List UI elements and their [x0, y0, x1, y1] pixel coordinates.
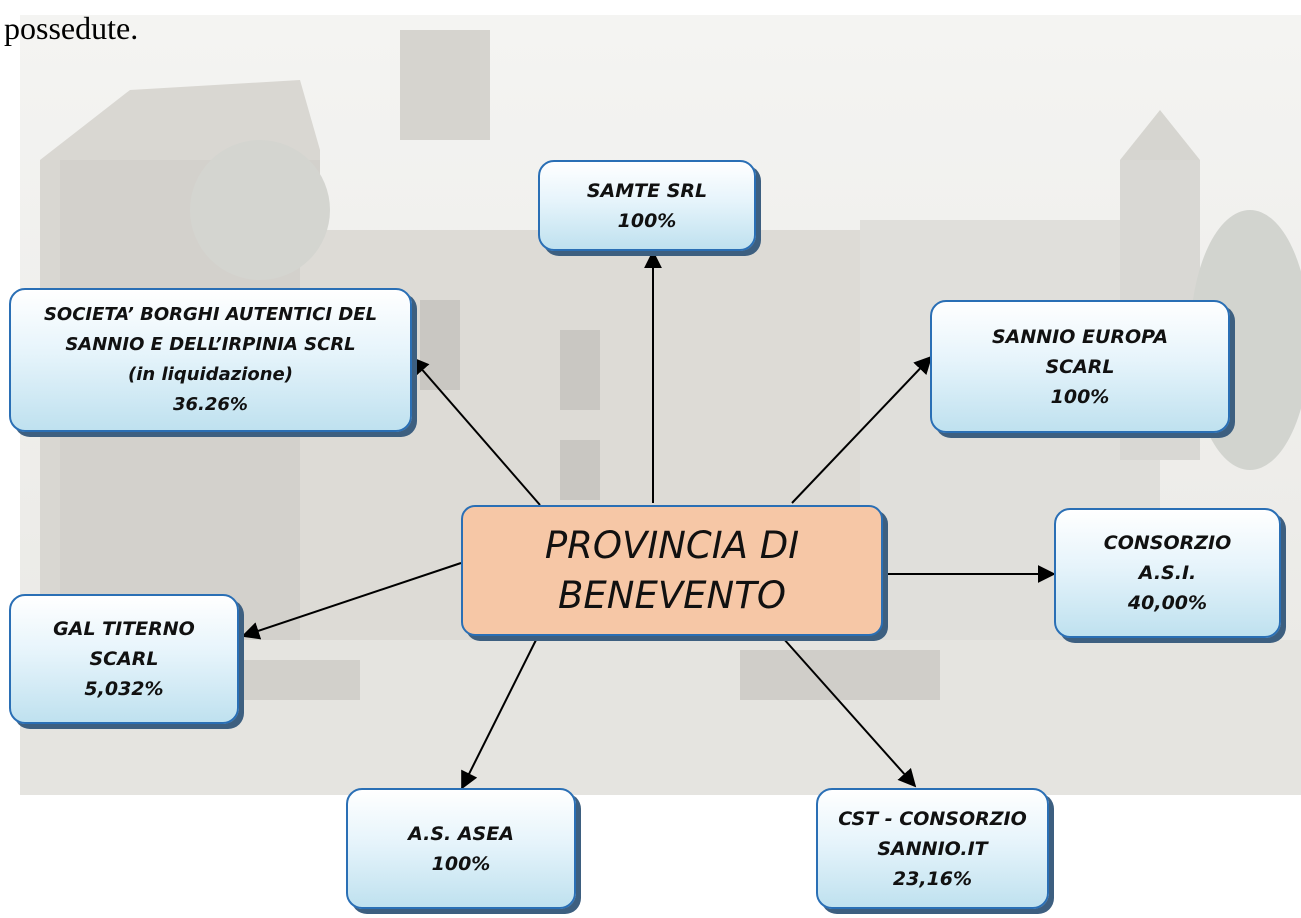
center-label-line2: BENEVENTO — [558, 573, 786, 617]
gal-titerno-node: GAL TITERNO SCARL 5,032% — [9, 594, 239, 724]
arrow-to-gal — [241, 562, 462, 640]
sannio-europa-name-line2: SCARL — [1045, 355, 1115, 378]
consorzio-asi-node: CONSORZIO A.S.I. 40,00% — [1054, 508, 1281, 638]
borghi-name-line1: SOCIETA’ BORGHI AUTENTICI DEL — [43, 304, 378, 325]
samte-name: SAMTE SRL — [586, 179, 708, 202]
asea-share: 100% — [431, 852, 491, 875]
gal-name-line1: GAL TITERNO — [53, 618, 195, 640]
borghi-autentici-node: SOCIETA’ BORGHI AUTENTICI DEL SANNIO E D… — [9, 288, 412, 432]
arrow-to-asea — [461, 637, 538, 790]
sannio-europa-name-line1: SANNIO EUROPA — [991, 325, 1169, 348]
samte-share: 100% — [617, 209, 677, 232]
arrow-to-sannio-europa — [791, 355, 933, 504]
cst-consorzio-node: CST - CONSORZIO SANNIO.IT 23,16% — [816, 788, 1049, 909]
gal-name-line2: SCARL — [89, 648, 159, 670]
sannio-europa-share: 100% — [1050, 385, 1110, 408]
asi-name-line2: A.S.I. — [1138, 562, 1197, 584]
samte-node: SAMTE SRL 100% — [538, 160, 756, 251]
asea-name: A.S. ASEA — [408, 822, 514, 845]
intro-text: possedute. — [4, 10, 139, 46]
center-label-line1: PROVINCIA DI — [544, 523, 800, 567]
borghi-share: 36.26% — [173, 394, 248, 415]
sannio-europa-node: SANNIO EUROPA SCARL 100% — [930, 300, 1230, 433]
provincia-di-benevento-node: PROVINCIA DI BENEVENTO — [461, 505, 883, 636]
cst-share: 23,16% — [892, 867, 973, 890]
cst-name-line2: SANNIO.IT — [877, 837, 988, 860]
borghi-name-line2: SANNIO E DELL’IRPINIA SCRL — [65, 334, 356, 355]
asi-share: 40,00% — [1127, 592, 1208, 614]
arrow-to-borghi — [410, 356, 541, 506]
asi-name-line1: CONSORZIO — [1103, 532, 1232, 554]
cst-name-line1: CST - CONSORZIO — [838, 807, 1027, 830]
asea-node: A.S. ASEA 100% — [346, 788, 576, 909]
borghi-status: (in liquidazione) — [128, 364, 293, 385]
arrow-to-cst — [782, 637, 917, 788]
gal-share: 5,032% — [84, 678, 164, 700]
